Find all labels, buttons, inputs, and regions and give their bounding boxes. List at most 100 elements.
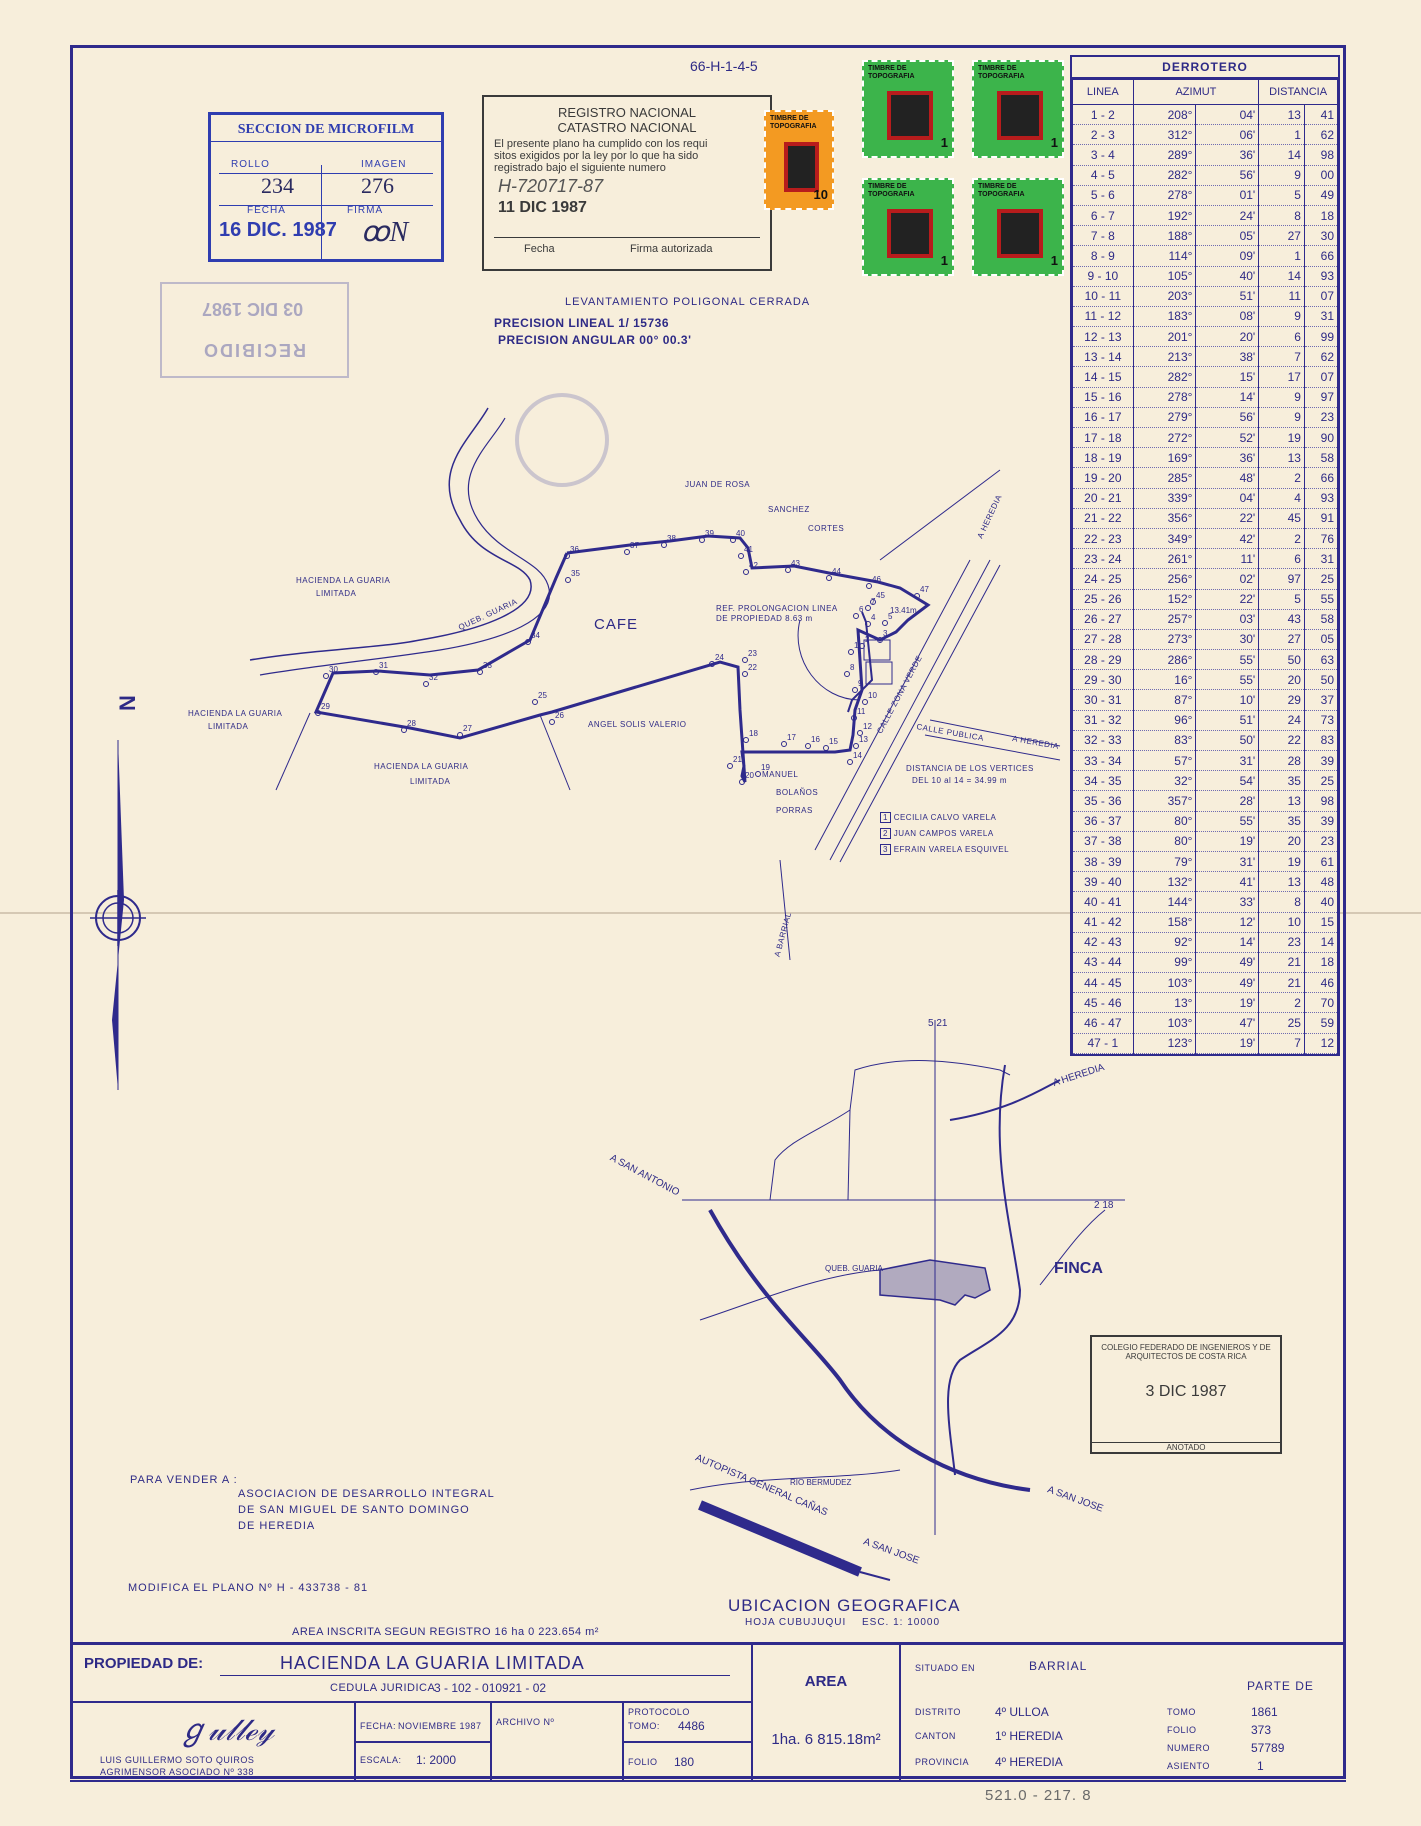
row-linea: 40 - 41 xyxy=(1072,891,1134,913)
archivo-cell: ARCHIVO Nº xyxy=(492,1703,624,1782)
legend-2-text: JUAN CAMPOS VARELA xyxy=(893,829,994,838)
colegio-stamp: COLEGIO FEDERADO DE INGENIEROS Y DE ARQU… xyxy=(1090,1335,1282,1454)
row-dist-dec: 63 xyxy=(1303,649,1339,671)
vertex-label: 34 xyxy=(531,631,540,640)
note-asoc-1: ASOCIACION DE DESARROLLO INTEGRAL xyxy=(238,1488,495,1500)
legend-1-text: CECILIA CALVO VARELA xyxy=(893,813,997,822)
vertex-label: 26 xyxy=(555,711,564,720)
row-dist-dec: 91 xyxy=(1303,508,1339,529)
canton-value: 1º HEREDIA xyxy=(995,1729,1063,1743)
agrimensor-name: LUIS GUILLERMO SOTO QUIROS xyxy=(100,1755,255,1765)
row-dist-dec: 37 xyxy=(1303,689,1339,711)
row-dist-dec: 97 xyxy=(1303,387,1339,408)
r-numero-value: 57789 xyxy=(1251,1741,1285,1755)
row-azimut-deg: 132° xyxy=(1132,871,1197,893)
registro-body3: registrado bajo el siguiente numero xyxy=(494,162,666,174)
label-ref-2: DE PROPIEDAD 8.63 m xyxy=(716,614,813,623)
row-dist-dec: 07 xyxy=(1303,366,1339,388)
row-azimut-deg: 357° xyxy=(1132,790,1197,812)
distrito-value: 4º ULLOA xyxy=(995,1705,1049,1719)
row-dist-int: 6 xyxy=(1258,548,1305,570)
timbre-value: 1 xyxy=(1050,253,1058,268)
registro-date: 11 DIC 1987 xyxy=(498,199,587,216)
label-m134: 13.41m xyxy=(890,606,917,615)
row-dist-int: 97 xyxy=(1258,568,1305,590)
row-linea: 7 - 8 xyxy=(1072,225,1134,247)
precision-angular: PRECISION ANGULAR 00° 00.3' xyxy=(498,333,692,347)
row-azimut-min: 19' xyxy=(1195,992,1260,1014)
vertex-marker xyxy=(323,673,329,679)
row-dist-int: 14 xyxy=(1258,144,1305,166)
vertex-marker xyxy=(709,661,715,667)
row-azimut-min: 22' xyxy=(1195,508,1260,529)
row-linea: 16 - 17 xyxy=(1072,407,1134,429)
timbre-stamp: TIMBRE DE TOPOGRAFIA 1 xyxy=(862,60,954,158)
r-numero-label: NUMERO xyxy=(1167,1743,1210,1753)
agrimensor-signature: ℊ𝓊𝓁𝓁ℯ𝓎 xyxy=(178,1714,274,1747)
row-azimut-min: 31' xyxy=(1195,851,1260,873)
row-dist-int: 9 xyxy=(1258,165,1305,186)
imagen-label: IMAGEN xyxy=(361,159,407,170)
row-dist-dec: 66 xyxy=(1303,467,1339,489)
river-line-2 xyxy=(259,417,551,676)
microfilm-date: 16 DIC. 1987 xyxy=(219,219,337,241)
property-boundary xyxy=(313,534,931,783)
row-dist-dec: 00 xyxy=(1303,165,1339,186)
row-azimut-min: 14' xyxy=(1195,932,1260,953)
ubicacion-title: UBICACION GEOGRAFICA xyxy=(728,1596,961,1615)
col-distancia: DISTANCIA xyxy=(1258,79,1338,105)
precision-lineal: PRECISION LINEAL 1/ 15736 xyxy=(494,316,670,330)
row-azimut-deg: 286° xyxy=(1132,649,1197,671)
road-heredia xyxy=(949,1079,1061,1121)
row-dist-int: 29 xyxy=(1258,689,1305,711)
timbre-label: TIMBRE DE TOPOGRAFIA xyxy=(868,65,915,80)
note-modifica: MODIFICA EL PLANO Nº H - 433738 - 81 xyxy=(128,1582,369,1594)
vertex-marker xyxy=(851,715,857,721)
row-linea: 10 - 11 xyxy=(1072,286,1134,307)
area-label: AREA xyxy=(804,1673,848,1690)
calle-publica-line xyxy=(924,734,1061,761)
vertex-marker xyxy=(848,649,854,655)
row-dist-dec: 59 xyxy=(1303,1012,1339,1034)
row-dist-dec: 98 xyxy=(1303,790,1339,812)
row-azimut-deg: 261° xyxy=(1132,548,1197,570)
row-azimut-deg: 257° xyxy=(1132,609,1197,630)
vertex-marker xyxy=(739,779,745,785)
row-azimut-min: 54' xyxy=(1195,770,1260,792)
row-linea: 6 - 7 xyxy=(1072,205,1134,227)
vertex-label: 44 xyxy=(832,567,841,576)
row-dist-dec: 61 xyxy=(1303,851,1339,873)
road-branch xyxy=(947,1064,1022,1476)
vertex-marker xyxy=(738,553,744,559)
row-dist-dec: 14 xyxy=(1303,932,1339,953)
row-azimut-deg: 312° xyxy=(1132,124,1197,146)
calle-publica-line xyxy=(929,719,1061,747)
note-area-inscrita: AREA INSCRITA SEGUN REGISTRO 16 ha 0 223… xyxy=(292,1626,599,1638)
row-dist-int: 11 xyxy=(1258,286,1305,307)
vertex-marker xyxy=(477,669,483,675)
vertex-label: 3 xyxy=(883,629,888,638)
label-ref-1: REF. PROLONGACION LINEA xyxy=(716,604,838,613)
row-azimut-deg: 13° xyxy=(1132,992,1197,1014)
row-azimut-deg: 114° xyxy=(1132,245,1197,267)
row-dist-int: 4 xyxy=(1258,488,1305,509)
row-azimut-deg: 123° xyxy=(1132,1033,1197,1054)
vertex-label: 1 xyxy=(854,641,859,650)
street-line xyxy=(879,469,1001,561)
timbre-value: 1 xyxy=(1050,135,1058,150)
note-asoc-2: DE SAN MIGUEL DE SANTO DOMINGO xyxy=(238,1504,470,1516)
row-azimut-min: 24' xyxy=(1195,205,1260,227)
row-azimut-deg: 282° xyxy=(1132,366,1197,388)
vertex-marker xyxy=(785,567,791,573)
